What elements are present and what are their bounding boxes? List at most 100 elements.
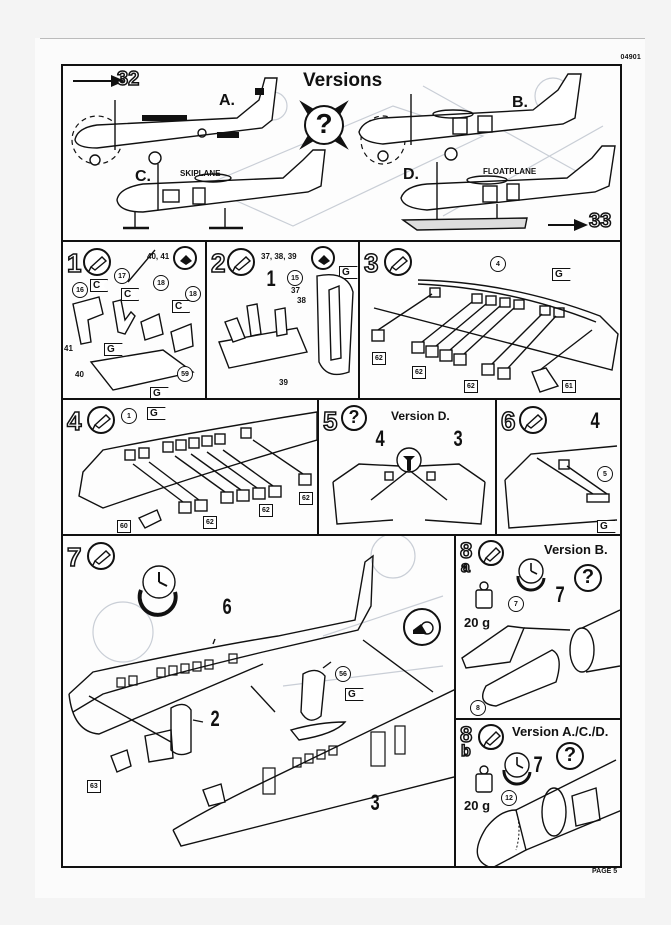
part-39: 39: [279, 378, 288, 387]
step-5-panel: 5 ? Version D. 4 3: [317, 398, 497, 536]
weight-label: 20 g: [464, 798, 491, 813]
part-5: 5: [597, 466, 613, 482]
step-3-panel: 3 4 G 62 62 62 61: [358, 240, 622, 400]
versions-panel: 32 Versions ? A. C. SKIPLANE B.: [61, 64, 622, 242]
glue-tube-icon: [227, 248, 255, 276]
glue-tube-icon: [87, 542, 115, 570]
step-number: 1: [66, 248, 82, 278]
part-37: 37: [291, 286, 300, 295]
clock-wait-icon: [137, 565, 178, 617]
glue-tube-icon: [83, 248, 111, 276]
weight-icon: [475, 765, 493, 793]
assembly-ref-2: 2: [210, 706, 220, 731]
page-number: PAGE 5: [592, 868, 618, 875]
part-56: 56: [335, 666, 351, 682]
part-18: 18: [185, 286, 201, 302]
background-ghost-print: [92, 536, 444, 687]
part-17: 17: [114, 268, 130, 284]
step-number: 8: [459, 538, 473, 563]
version-b-label: B.: [512, 94, 528, 111]
part-59: 59: [177, 366, 193, 382]
step-1-panel: 1 40, 41 17 16 18 18 C C C G G 41 40 59: [61, 240, 207, 400]
clock-wait-icon: [502, 752, 532, 786]
prev-step-ref: 32: [116, 68, 140, 90]
part-61: 61: [562, 380, 576, 393]
arrow-next-icon: [548, 219, 588, 231]
step-2-panel: 2 37, 38, 39 1 15 37 38 G 39: [205, 240, 360, 400]
skiplane-label: SKIPLANE: [180, 169, 221, 178]
paint-detail-icon: [311, 246, 335, 270]
nose-cone-illustration: [476, 759, 620, 866]
part-38: 38: [297, 296, 306, 305]
assembly-ref-3: 3: [370, 790, 380, 815]
cockpit-floor-illustration: [72, 249, 195, 391]
step-8a-panel: 8 a Version B. ? 20 g 7 7 8: [454, 534, 622, 720]
step-8b-panel: 8 b Version A./C./D. 7 ? 20 g 12: [454, 718, 622, 868]
part-62: 62: [372, 352, 386, 365]
fuselage-assembly-illustration: [68, 554, 454, 847]
part-41: 41: [64, 344, 73, 353]
weight-icon: [475, 581, 493, 609]
part-4: 4: [490, 256, 506, 272]
part-7: 7: [508, 596, 524, 612]
fuselage-half-insert-illustration: [504, 445, 618, 529]
step-6-panel: 6 4 5 G: [495, 398, 622, 536]
aircraft-d-floatplane-illustration: [400, 145, 616, 231]
part-1: 1: [121, 408, 137, 424]
step-7-panel: 7 6 2 3: [61, 534, 456, 868]
fuselage-halves-pin-illustration: [332, 447, 486, 525]
step-number: 4: [66, 406, 82, 436]
part-label: 37, 38, 39: [261, 252, 297, 261]
question-icon: ?: [556, 742, 584, 770]
part-18: 18: [153, 275, 169, 291]
assembly-ref: 4: [375, 426, 385, 451]
floatplane-label: FLOATPLANE: [483, 167, 537, 176]
glue-tube-icon: [478, 540, 504, 566]
assembly-ref: 3: [453, 426, 463, 451]
fuselage-half-window-illustration: [371, 279, 619, 393]
glue-tube-icon: [384, 248, 412, 276]
weight-label: 20 g: [464, 615, 491, 630]
glue-tube-icon: [87, 406, 115, 434]
part-62: 62: [203, 516, 217, 529]
step-sub-letter: b: [460, 743, 471, 761]
step-number: 7: [66, 542, 82, 572]
arrow-prev-icon: [73, 75, 125, 87]
step-number: 8: [459, 722, 473, 747]
fuselage-half-window-illustration: [78, 411, 317, 529]
question-icon: ?: [304, 105, 344, 145]
assembly-ref: 7: [555, 582, 565, 607]
step-number: 2: [210, 248, 226, 278]
version-c-label: C.: [135, 168, 151, 185]
step-number: 3: [363, 248, 379, 278]
part-62: 62: [412, 366, 426, 379]
version-a-label: A.: [219, 92, 235, 109]
part-12: 12: [501, 790, 517, 806]
part-62: 62: [464, 380, 478, 393]
part-40: 40: [75, 370, 84, 379]
step-title: Version B.: [544, 542, 608, 557]
step-sub-letter: a: [460, 559, 470, 577]
aircraft-b-illustration: [358, 73, 582, 165]
aircraft-a-illustration: [71, 77, 278, 166]
part-8: 8: [470, 700, 486, 716]
step-number: 6: [500, 406, 516, 436]
glue-tube-icon: [478, 724, 504, 750]
part-15: 15: [287, 270, 303, 286]
nose-assembly-illustration: [461, 609, 620, 707]
assembly-ref-6: 6: [222, 594, 232, 619]
step-title: Version D.: [391, 409, 450, 423]
question-icon: ?: [341, 405, 367, 431]
aircraft-c-skiplane-illustration: [116, 149, 326, 230]
part-62: 62: [259, 504, 273, 517]
part-60: 60: [117, 520, 131, 533]
paint-detail-icon: [173, 246, 197, 270]
sprue-flag-g: G: [552, 268, 571, 281]
clock-wait-icon: [516, 558, 546, 592]
cockpit-assembly-illustration: [218, 274, 354, 376]
next-step-ref: 33: [588, 210, 612, 232]
assembly-ref: 1: [266, 266, 276, 291]
catalog-number: 04901: [620, 54, 641, 61]
tape-icon: [403, 608, 441, 646]
question-icon: ?: [574, 564, 602, 592]
